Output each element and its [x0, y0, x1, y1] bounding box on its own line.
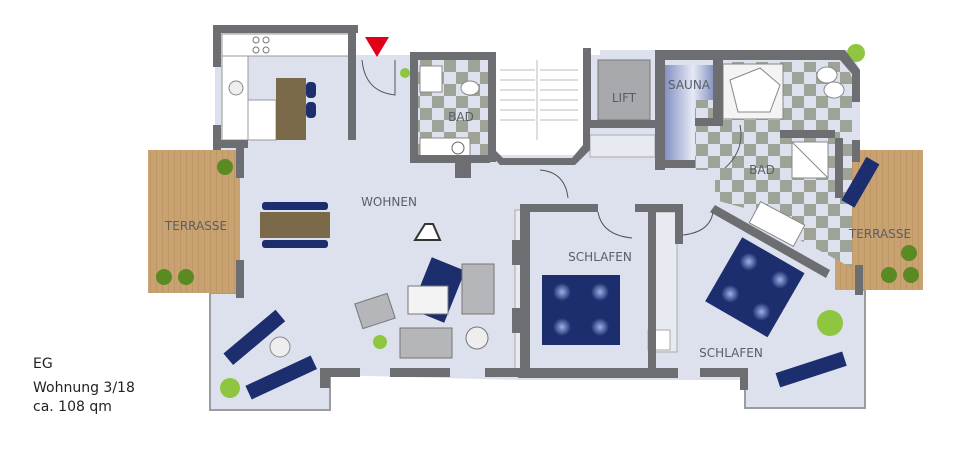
dining-table — [260, 202, 330, 248]
room-label-schlafen-1: SCHLAFEN — [568, 250, 632, 264]
kitchen — [221, 33, 351, 141]
bed-bedroom-1 — [542, 275, 620, 345]
staircase — [492, 55, 584, 155]
unit-area: ca. 108 qm — [33, 399, 112, 415]
floor-level: EG — [33, 356, 53, 372]
room-label-terrasse-right: TERRASSE — [848, 227, 911, 241]
room-label-schlafen-2: SCHLAFEN — [699, 346, 763, 360]
lounger — [245, 355, 318, 400]
lounger — [775, 351, 847, 388]
room-label-lift: LIFT — [612, 91, 637, 105]
fireplace — [413, 223, 442, 241]
room-label-bad-2: BAD — [749, 163, 775, 177]
room-label-wohnen: WOHNEN — [361, 195, 417, 209]
lift — [597, 59, 651, 121]
plants — [156, 44, 919, 398]
room-label-terrasse-left: TERRASSE — [164, 219, 227, 233]
unit-number: Wohnung 3/18 — [33, 380, 135, 396]
room-label-sauna: SAUNA — [668, 78, 711, 92]
room-label-bad-1: BAD — [448, 110, 474, 124]
entrance-marker-icon — [365, 37, 389, 57]
walls — [213, 25, 863, 390]
bed-bedroom-2 — [705, 237, 805, 338]
lounger — [223, 309, 286, 365]
lounger — [841, 156, 880, 208]
doors — [361, 59, 742, 239]
